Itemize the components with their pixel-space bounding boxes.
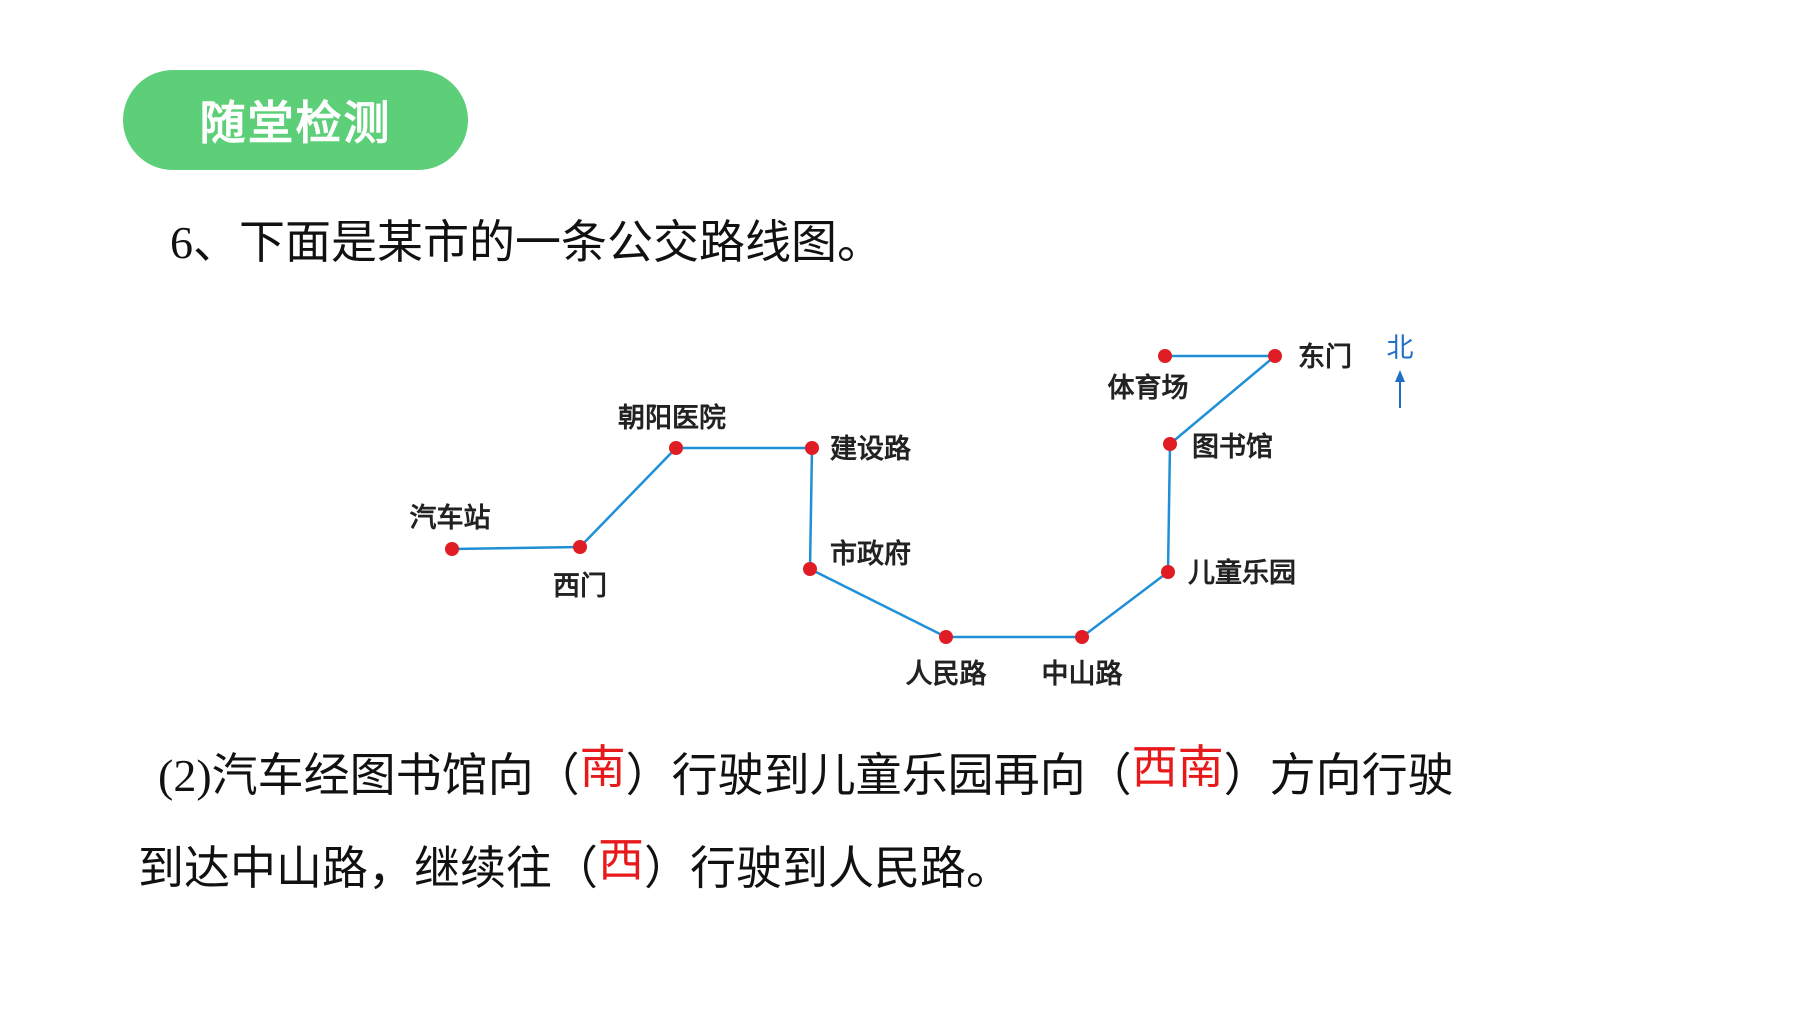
north-indicator: 北 <box>1387 333 1414 408</box>
bus-stop-dot <box>939 630 953 644</box>
bus-stop-dot <box>1163 437 1177 451</box>
route-segment <box>809 567 947 639</box>
bus-stop-dot <box>1268 349 1282 363</box>
bus-stop-label: 市政府 <box>830 538 911 570</box>
route-segment <box>579 447 677 548</box>
bus-stop-label: 汽车站 <box>410 502 491 534</box>
bus-stop-label: 体育场 <box>1108 372 1189 404</box>
bus-stop-label: 中山路 <box>1042 658 1124 690</box>
badge-label: 随堂检测 <box>199 96 392 150</box>
bus-stop-dot <box>1075 630 1089 644</box>
answer-blank-1: 南 <box>579 740 626 794</box>
answer-text-5: ）行驶到人民路。 <box>644 841 1012 895</box>
bus-stop-label: 儿童乐园 <box>1188 557 1296 589</box>
sub-question-number: (2) <box>158 750 212 801</box>
bus-stop-dot <box>669 441 683 455</box>
route-segment <box>451 545 581 551</box>
route-segment <box>1166 443 1172 573</box>
answer-text-2: ）行驶到儿童乐园再向（ <box>625 748 1132 802</box>
bus-stop-label: 图书馆 <box>1192 431 1273 463</box>
bus-stop-label: 建设路 <box>830 433 912 465</box>
north-label: 北 <box>1387 333 1414 364</box>
bus-stop-label: 西门 <box>553 571 607 602</box>
bus-stop-dot <box>805 441 819 455</box>
bus-stop-label: 人民路 <box>906 658 988 690</box>
question-number: 6、 <box>170 217 239 268</box>
answer-text-3: ）方向行驶 <box>1223 748 1454 802</box>
question-text: 下面是某市的一条公交路线图。 <box>239 215 883 269</box>
answer-line-2: 到达中山路，继续往（西）行驶到人民路。 <box>138 833 1012 898</box>
route-segment <box>808 447 814 570</box>
route-segment <box>1169 355 1276 445</box>
bus-stop-label: 朝阳医院 <box>618 402 726 434</box>
bus-stop-dot <box>1158 349 1172 363</box>
route-stops <box>445 349 1282 644</box>
bus-stop-dot <box>803 562 817 576</box>
bus-stop-dot <box>445 542 459 556</box>
answer-text-1: 汽车经图书馆向（ <box>211 748 580 802</box>
route-lines <box>451 354 1276 639</box>
section-badge: 随堂检测 <box>123 70 468 170</box>
answer-text-4: 到达中山路，继续往（ <box>138 841 598 895</box>
bus-stop-label: 东门 <box>1298 341 1352 373</box>
answer-line-1: (2)汽车经图书馆向（南）行驶到儿童乐园再向（西南）方向行驶 <box>158 740 1454 806</box>
answer-blank-2: 西南 <box>1131 740 1224 794</box>
question-title: 6、下面是某市的一条公交路线图。 <box>170 212 883 273</box>
bus-stop-dot <box>573 540 587 554</box>
answer-blank-3: 西 <box>598 833 644 887</box>
bus-stop-dot <box>1161 565 1175 579</box>
north-arrowhead-icon <box>1395 370 1405 382</box>
route-segment <box>1081 571 1169 638</box>
